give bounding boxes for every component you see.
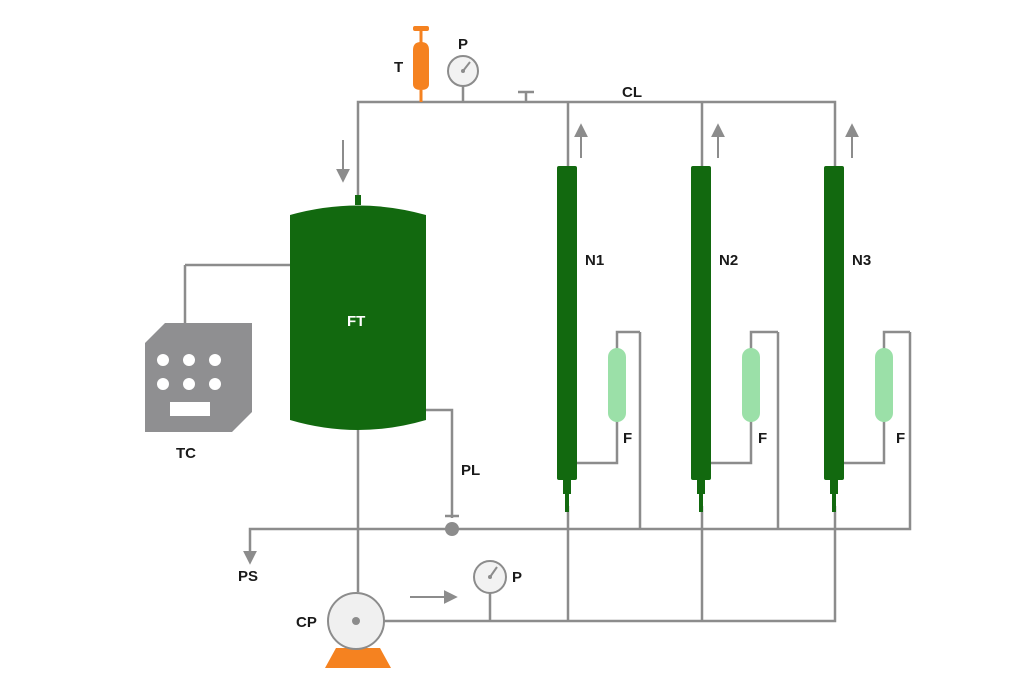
flowmeter-f2-label: F xyxy=(758,430,767,447)
pl-line xyxy=(426,408,454,518)
collector-line xyxy=(356,90,837,202)
controller-label: TC xyxy=(176,445,196,462)
collector-line-label: CL xyxy=(622,84,642,101)
circulation-pump-icon xyxy=(325,592,391,668)
flowmeter-f1 xyxy=(577,330,640,465)
column-n1-label: N1 xyxy=(585,252,604,269)
ps-valve-icon xyxy=(445,522,459,536)
thermometer-icon xyxy=(413,26,429,102)
flowmeter-f3-label: F xyxy=(896,430,905,447)
pl-label: PL xyxy=(461,462,480,479)
pressure-gauge-bottom-label: P xyxy=(512,569,522,586)
column-n3 xyxy=(824,166,844,512)
ps-label: PS xyxy=(238,568,258,585)
pressure-gauge-top-label: P xyxy=(458,36,468,53)
thermometer-label: T xyxy=(394,59,403,76)
flowmeter-f1-label: F xyxy=(623,430,632,447)
temperature-controller-icon xyxy=(145,323,252,432)
flowmeter-f3 xyxy=(844,330,910,465)
flowmeter-f2 xyxy=(711,330,778,465)
column-n3-label: N3 xyxy=(852,252,871,269)
column-n2-label: N2 xyxy=(719,252,738,269)
pump-discharge-line xyxy=(358,506,837,623)
pressure-gauge-icon xyxy=(473,560,507,594)
feed-tank-label: FT xyxy=(347,313,365,330)
pump-label: CP xyxy=(296,614,317,631)
pressure-gauge-icon xyxy=(447,55,479,102)
column-n2 xyxy=(691,166,711,512)
column-n1 xyxy=(557,166,577,512)
feed-tank xyxy=(290,195,426,430)
